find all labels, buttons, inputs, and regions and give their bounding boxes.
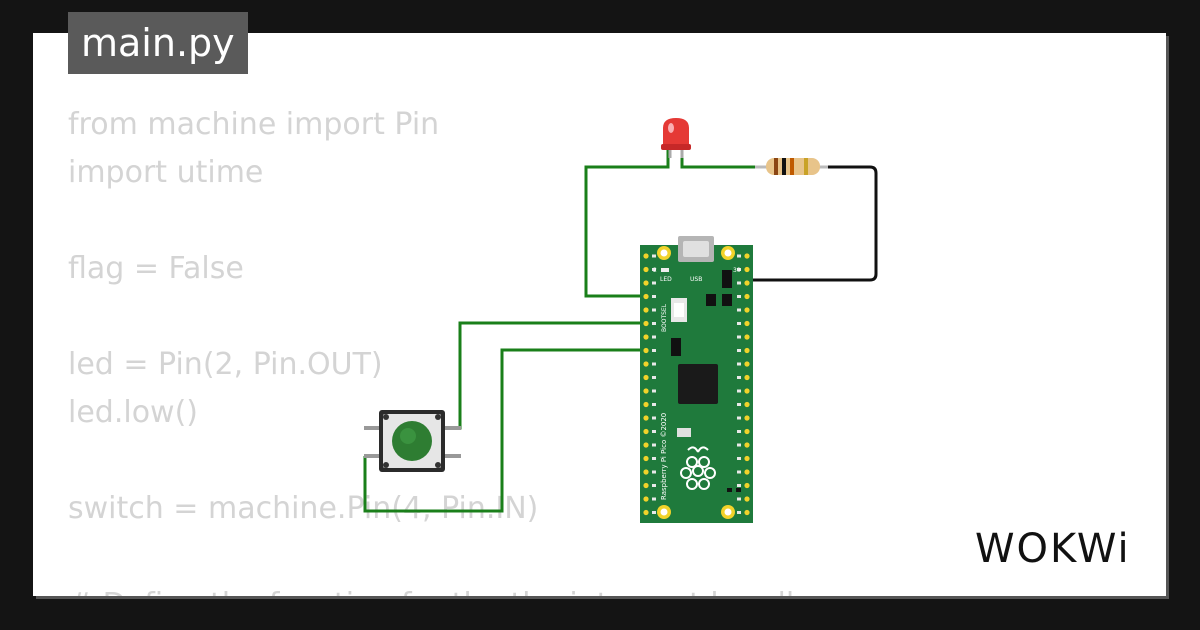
header-pin[interactable] (643, 388, 649, 394)
label-usb: USB (690, 276, 702, 283)
wire-button-to-gp4 (363, 348, 652, 513)
header-pin[interactable] (744, 266, 750, 273)
label-led: LED (660, 276, 672, 283)
header-pin[interactable] (643, 442, 649, 448)
wire-resistor-to-3v3 (742, 165, 878, 282)
header-pin[interactable] (744, 361, 750, 367)
header-pin[interactable] (744, 280, 750, 286)
header-pin[interactable] (643, 320, 649, 327)
led-component[interactable] (661, 118, 691, 158)
header-pin[interactable] (643, 509, 649, 516)
rp2040-chip (678, 364, 718, 404)
simulator-preview-card: from machine import Pin import utime fla… (33, 33, 1166, 596)
header-pin[interactable] (643, 347, 649, 354)
raspberry-pi-pico-board[interactable]: LED USB 2 39 BOOTSEL Raspberry Pi Pico ©… (640, 236, 753, 523)
header-pin[interactable] (643, 361, 649, 367)
header-pin[interactable] (744, 428, 750, 435)
header-pin[interactable] (643, 293, 649, 300)
resistor-component[interactable] (755, 158, 828, 175)
push-button-component[interactable] (364, 410, 461, 472)
header-pin[interactable] (744, 293, 750, 300)
header-pin[interactable] (744, 347, 750, 354)
onboard-led (661, 268, 669, 272)
header-pin[interactable] (643, 253, 649, 259)
code-editor-text: from machine import Pin import utime fla… (68, 107, 825, 596)
header-pin[interactable] (744, 469, 750, 475)
header-pin[interactable] (643, 374, 649, 381)
header-pin[interactable] (643, 428, 649, 435)
header-pin[interactable] (643, 266, 649, 273)
header-pin[interactable] (744, 401, 750, 408)
header-pin[interactable] (643, 334, 649, 340)
header-pin[interactable] (744, 388, 750, 394)
header-pin[interactable] (643, 469, 649, 475)
header-pin[interactable] (643, 415, 649, 421)
header-pin[interactable] (744, 374, 750, 381)
header-pin[interactable] (744, 482, 750, 489)
header-pin[interactable] (643, 455, 649, 462)
label-pin-2: 2 (653, 267, 657, 274)
label-bootsel: BOOTSEL (661, 303, 668, 332)
header-pin[interactable] (744, 496, 750, 502)
wire-led-to-resistor (680, 152, 762, 169)
header-pin[interactable] (643, 482, 649, 489)
header-pin[interactable] (643, 307, 649, 313)
header-pin[interactable] (744, 307, 750, 313)
header-pin[interactable] (744, 334, 750, 340)
file-tab-main-py[interactable]: main.py (68, 12, 248, 74)
wokwi-logo: WOKWi (975, 526, 1131, 572)
raspberry-logo (680, 446, 716, 490)
header-pin[interactable] (744, 415, 750, 421)
header-pin[interactable] (744, 320, 750, 327)
header-pin[interactable] (643, 496, 649, 502)
wire-button-to-gp3 (443, 321, 652, 430)
board-silkscreen: Raspberry Pi Pico ©2020 (660, 413, 668, 500)
wire-led-to-gp2 (584, 150, 670, 298)
header-pin[interactable] (643, 401, 649, 408)
header-pin[interactable] (744, 442, 750, 448)
header-pin[interactable] (744, 455, 750, 462)
header-pin[interactable] (744, 509, 750, 516)
header-pin[interactable] (744, 253, 750, 259)
header-pin[interactable] (643, 280, 649, 286)
label-pin-39: 39 (733, 267, 741, 274)
